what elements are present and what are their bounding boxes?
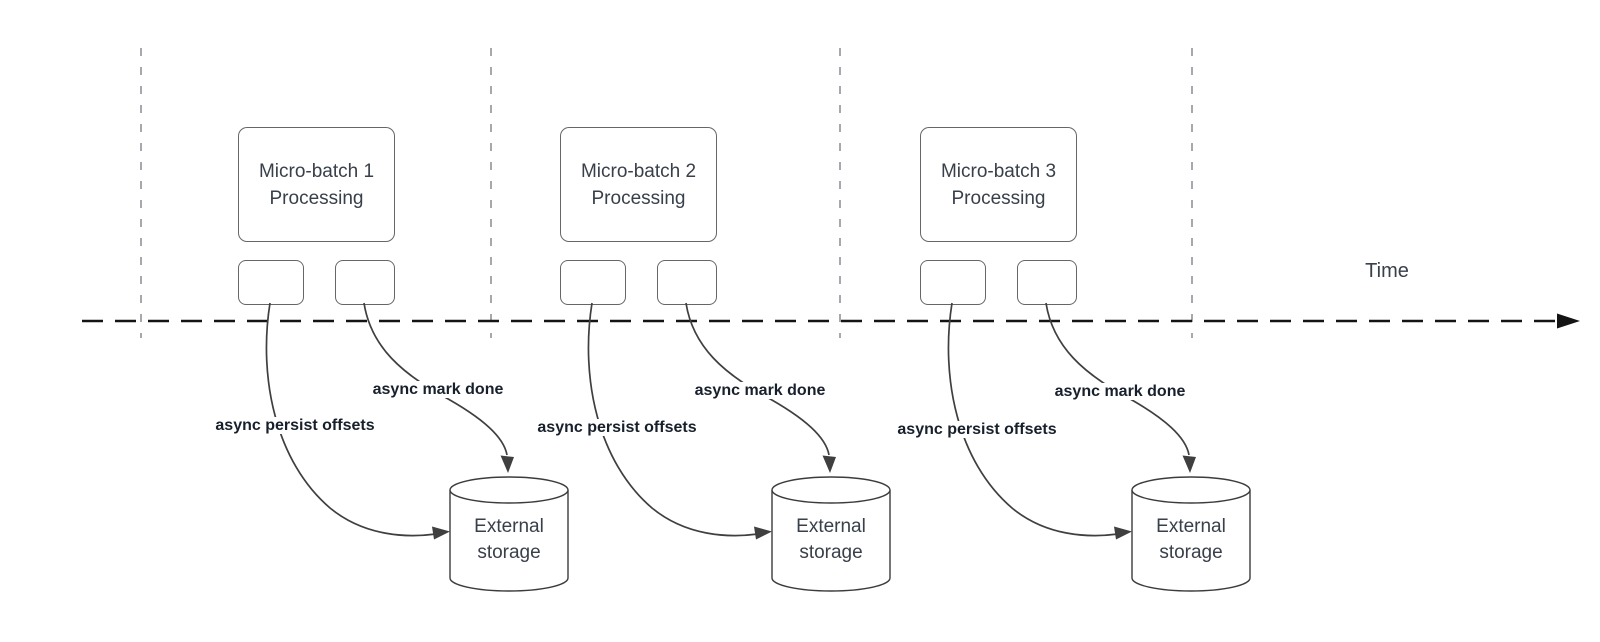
persist-offsets-curve [587,302,759,537]
storage-cylinder-top-shape [771,476,891,504]
time-axis-arrow-icon [1557,313,1580,329]
batch-2-persist-offsets-label: async persist offsets [534,419,700,436]
storage-label-line2: storage [477,542,541,563]
batch-3-mark-done-task-box [1017,260,1077,305]
storage-label-line2: storage [1159,542,1223,563]
batch-2-mark-done-task-box [657,260,717,305]
micro-batch-3-node: Micro-batch 3 Processing [920,127,1077,242]
storage-cylinder-shape [1131,490,1251,592]
storage-label-line1: External [1156,516,1226,537]
persist-offsets-curve [265,302,437,537]
storage-cylinder-shape [771,490,891,592]
micro-batch-2-node: Micro-batch 2 Processing [560,127,717,242]
batch-3-mark-done-label: async mark done [1051,383,1189,400]
arrowhead-right-icon [754,526,772,540]
batch-1-mark-done-label: async mark done [369,381,507,398]
arrowhead-down-icon [822,455,836,473]
storage-label-line1: External [796,516,866,537]
arrowhead-right-icon [432,526,450,540]
micro-batch-2-title-line2: Processing [591,187,686,209]
micro-batch-2-title-line1: Micro-batch 2 [580,160,697,182]
arrowhead-right-icon [1114,526,1132,540]
storage-label-line2: storage [799,542,863,563]
batch-1-persist-offsets-task-box [238,260,304,305]
storage-cylinder-top-shape [1131,476,1251,504]
time-axis-label: Time [1365,260,1409,282]
arrowhead-down-icon [500,455,514,473]
persist-offsets-curve [947,302,1119,537]
micro-batch-1-title-line2: Processing [269,187,364,209]
batch-1-wires-group [265,302,569,592]
storage-label-line1: External [474,516,544,537]
batch-2-persist-offsets-task-box [560,260,626,305]
batch-3-external-storage-node: External storage [1132,514,1250,566]
batch-3-persist-offsets-task-box [920,260,986,305]
batch-3-persist-offsets-label: async persist offsets [894,421,1060,438]
storage-cylinder-top-shape [449,476,569,504]
batch-2-mark-done-label: async mark done [691,382,829,399]
arrowhead-down-icon [1182,455,1196,473]
batch-1-external-storage-node: External storage [450,514,568,566]
storage-cylinder-shape [449,490,569,592]
micro-batch-1-title-line1: Micro-batch 1 [258,160,375,182]
batch-2-wires-group [587,302,891,592]
micro-batch-3-title-line2: Processing [951,187,1046,209]
batch-1-persist-offsets-label: async persist offsets [212,417,378,434]
batch-2-external-storage-node: External storage [772,514,890,566]
micro-batch-1-node: Micro-batch 1 Processing [238,127,395,242]
micro-batch-3-title-line1: Micro-batch 3 [940,160,1057,182]
batch-3-wires-group [947,302,1251,592]
batch-1-mark-done-task-box [335,260,395,305]
